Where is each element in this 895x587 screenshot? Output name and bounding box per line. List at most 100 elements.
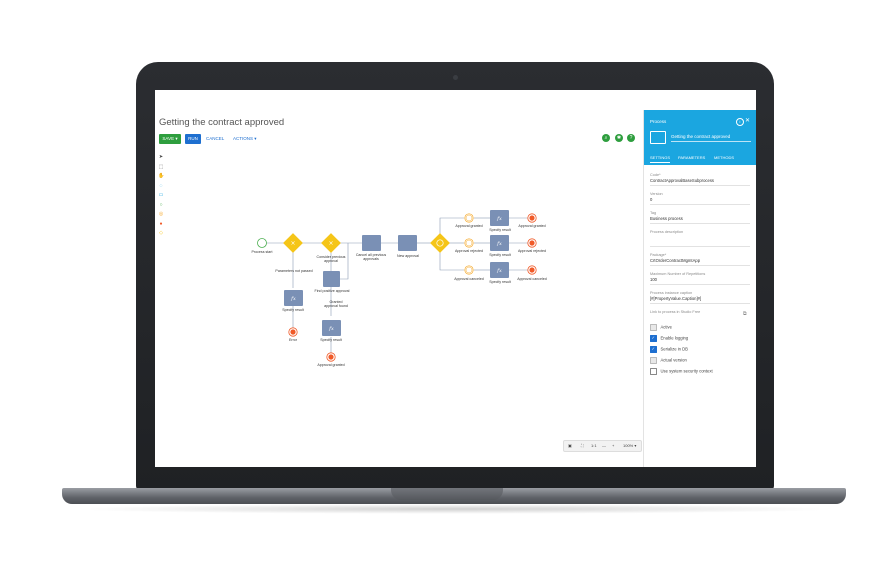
process-icon xyxy=(650,131,666,144)
camera-dot xyxy=(453,75,458,80)
svg-text:fx: fx xyxy=(328,326,334,332)
end-event-error[interactable] xyxy=(288,327,298,337)
svg-text:fx: fx xyxy=(496,268,502,274)
intermediate-approval-granted[interactable] xyxy=(464,213,474,223)
process-start-event[interactable] xyxy=(257,238,267,248)
process-name-underline xyxy=(671,141,751,142)
run-button[interactable]: RUN xyxy=(185,134,201,144)
gateway-consider-previous[interactable]: × xyxy=(321,233,341,253)
script-specify-result-middle[interactable]: fx xyxy=(490,235,509,251)
svg-text:fx: fx xyxy=(290,296,296,302)
process-name[interactable]: Getting the contract approved xyxy=(671,134,731,139)
checkbox-enable-logging[interactable]: ✓Enable logging xyxy=(650,335,689,342)
label-approval-granted-event: Approval granted xyxy=(455,224,483,228)
label-consider-previous: Consider previous approval xyxy=(316,255,346,263)
zoom-in-button[interactable]: + xyxy=(612,443,615,448)
field-instance-caption[interactable]: Process instance caption [#[PropertyValu… xyxy=(650,291,750,304)
search-icon[interactable]: ⌕ xyxy=(602,134,610,142)
end-event-approval-rejected[interactable] xyxy=(527,238,537,248)
checkbox-box[interactable]: ✓ xyxy=(650,335,657,342)
zoom-ratio[interactable]: 1:1 xyxy=(591,443,597,448)
fit-icon[interactable]: ⛶ xyxy=(581,443,584,448)
task-new-approval[interactable] xyxy=(398,235,417,251)
label-approval-canceled-event: Approval canceled xyxy=(454,277,484,281)
intermediate-event-icon[interactable]: ◎ xyxy=(158,211,164,217)
hand-icon[interactable]: ✋ xyxy=(158,173,165,179)
zoom-level-select[interactable]: 100% ▾ xyxy=(623,443,637,448)
checkbox-box[interactable]: ✓ xyxy=(650,346,657,353)
label-approval-canceled-end: Approval canceled xyxy=(517,277,547,281)
task-cancel-previous[interactable] xyxy=(362,235,381,251)
end-event-approval-granted-mid[interactable] xyxy=(326,352,336,362)
element-palette: ➤ ⬚ ✋ ◌ ▭ ○ ◎ ● ◇ xyxy=(158,154,166,240)
task-find-positive[interactable] xyxy=(323,271,340,287)
field-process-description[interactable]: Process description xyxy=(650,230,750,247)
gear-icon[interactable]: ✱ xyxy=(615,134,623,142)
end-event-approval-granted[interactable] xyxy=(527,213,537,223)
intermediate-approval-canceled[interactable] xyxy=(464,265,474,275)
label-specify-result-middle: Specify result xyxy=(489,253,511,257)
checkbox-system-security[interactable]: Use system security context xyxy=(650,368,713,375)
script-specify-result-top[interactable]: fx xyxy=(490,210,509,226)
checkbox-box[interactable] xyxy=(650,357,657,364)
script-specify-result-left[interactable]: fx xyxy=(284,290,303,306)
checkbox-box[interactable] xyxy=(650,324,657,331)
field-package[interactable]: Package* CrtOrderContractMgmtApp xyxy=(650,253,750,266)
end-event-approval-canceled[interactable] xyxy=(527,265,537,275)
svg-text:fx: fx xyxy=(496,241,502,247)
external-link-icon[interactable]: ⧉ xyxy=(743,311,747,317)
gateway-approval-result[interactable] xyxy=(430,233,450,253)
svg-text:fx: fx xyxy=(496,216,502,222)
tab-settings[interactable]: SETTINGS xyxy=(650,155,671,163)
minimap-icon[interactable]: ▣ xyxy=(568,443,572,448)
save-button[interactable]: SAVE ▾ xyxy=(159,134,181,144)
panel-header: Process i ✕ Getting the contract approve… xyxy=(644,110,756,165)
label-specify-result-bottom: Specify result xyxy=(489,280,511,284)
tab-parameters[interactable]: PARAMETERS xyxy=(678,155,706,160)
page-title: Getting the contract approved xyxy=(159,117,285,128)
label-specify-result-mid: Specify result xyxy=(320,338,342,342)
pointer-icon[interactable]: ➤ xyxy=(158,154,164,160)
checkbox-serialize-db[interactable]: ✓Serialize in DB xyxy=(650,346,688,353)
label-specify-result-top: Specify result xyxy=(489,228,511,232)
gateway-icon[interactable]: ◇ xyxy=(159,230,163,236)
field-code[interactable]: Code* ContractApprovalBaseSubprocess xyxy=(650,173,750,186)
intermediate-approval-rejected[interactable] xyxy=(464,238,474,248)
gateway-parameters[interactable]: × xyxy=(283,233,303,253)
actions-menu[interactable]: ACTIONS ▾ xyxy=(233,136,257,141)
help-icon[interactable]: ? xyxy=(627,134,635,142)
field-studio-link[interactable]: Link to process in Studio Free xyxy=(650,310,701,314)
event-icon[interactable]: ◌ xyxy=(159,182,163,189)
checkbox-box[interactable] xyxy=(650,368,657,375)
laptop-shadow xyxy=(70,504,840,514)
process-canvas[interactable]: × × fx fx xyxy=(250,208,560,383)
close-icon[interactable]: ✕ xyxy=(745,118,751,124)
zoom-out-button[interactable]: — xyxy=(602,443,606,448)
sequence-flows xyxy=(266,217,528,353)
start-event-icon[interactable]: ○ xyxy=(159,201,163,208)
end-event-icon[interactable]: ● xyxy=(159,220,163,227)
label-parameters-not-passed: Parameters not passed xyxy=(275,269,313,273)
lasso-icon[interactable]: ⬚ xyxy=(158,163,164,170)
label-error: Error xyxy=(289,338,297,342)
label-granted-found: Granted approval found xyxy=(324,300,348,308)
field-max-repetitions[interactable]: Maximum Number of Repetitions 100 xyxy=(650,272,750,285)
panel-title: Process xyxy=(650,119,667,124)
checkbox-actual-version[interactable]: Actual version xyxy=(650,357,687,364)
field-tag[interactable]: Tag Business process xyxy=(650,211,750,224)
app-screen: Getting the contract approved SAVE ▾ RUN… xyxy=(155,90,756,467)
label-process-start: Process start xyxy=(251,250,273,254)
laptop-notch xyxy=(391,488,503,500)
script-specify-result-mid[interactable]: fx xyxy=(322,320,341,336)
properties-panel: Process i ✕ Getting the contract approve… xyxy=(643,110,756,467)
script-specify-result-bottom[interactable]: fx xyxy=(490,262,509,278)
label-new-approval: New approval xyxy=(397,254,419,258)
tab-methods[interactable]: METHODS xyxy=(714,155,734,160)
info-icon[interactable]: i xyxy=(736,118,744,126)
svg-text:×: × xyxy=(290,240,295,247)
task-icon[interactable]: ▭ xyxy=(158,192,164,198)
checkbox-active[interactable]: Active xyxy=(650,324,672,331)
field-version[interactable]: Version 0 xyxy=(650,192,750,205)
cancel-button[interactable]: CANCEL xyxy=(206,136,225,141)
